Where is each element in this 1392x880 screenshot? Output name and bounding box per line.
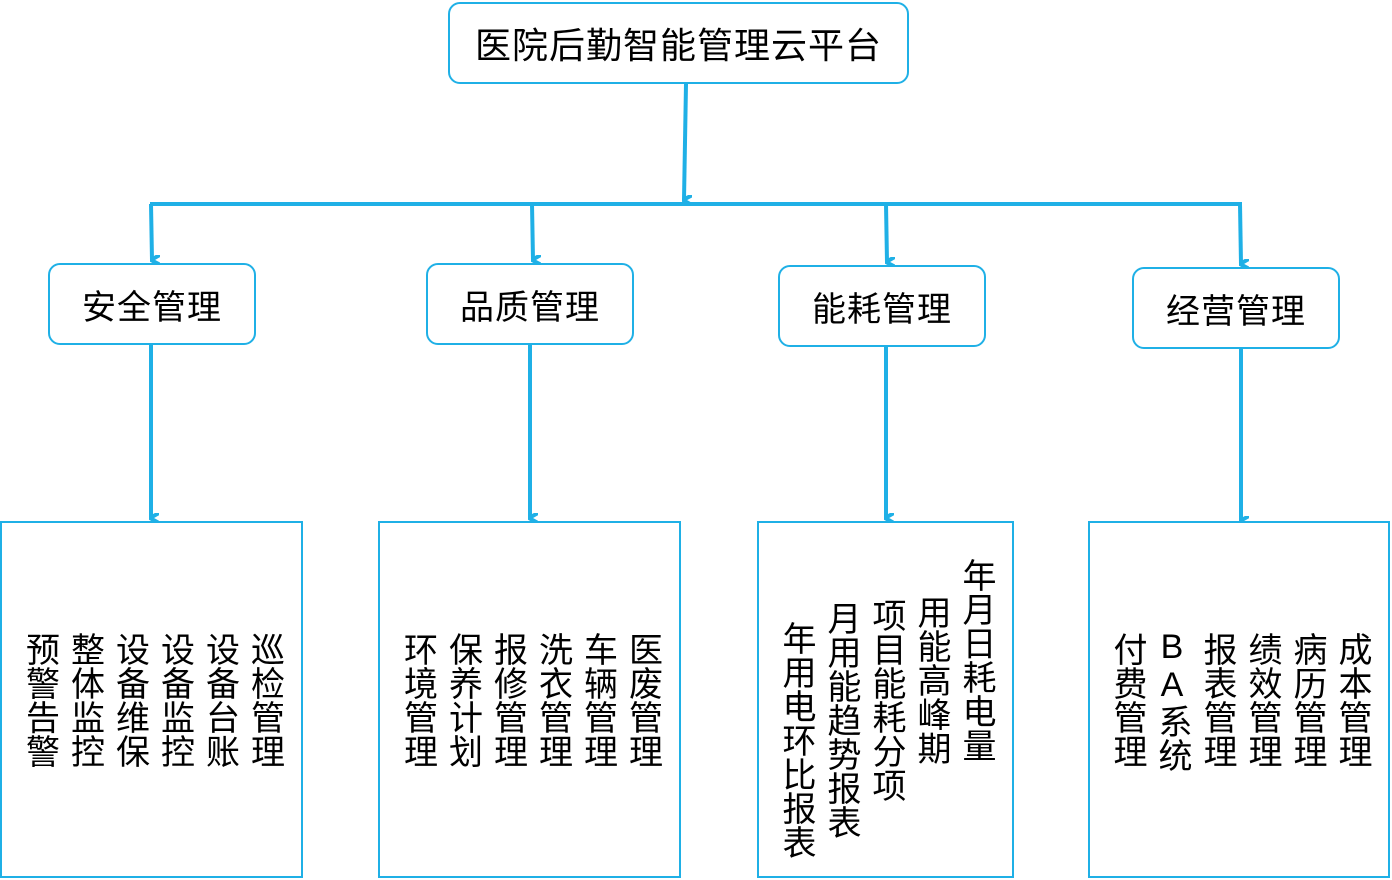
- bus-to-quality-arrow: [530, 203, 533, 260]
- branch-node-energy: 能耗管理: [778, 265, 986, 347]
- detail-item: 月用能趋势报表: [821, 600, 861, 839]
- detail-item: 巡检管理: [244, 631, 285, 768]
- detail-item: 年月日耗电量: [956, 557, 996, 762]
- branch-node-quality: 品质管理: [426, 263, 634, 345]
- bus-to-safety-arrow: [149, 203, 152, 260]
- detail-box-quality: 医废管理 车辆管理 洗衣管理 报修管理 保养计划 环境管理: [378, 521, 681, 878]
- detail-item: 报表管理: [1197, 631, 1237, 768]
- detail-box-safety: 巡检管理 设备台账 设备监控 设备维保 整体监控 预警告警: [0, 521, 303, 878]
- branch-label-operation: 经营管理: [1166, 291, 1306, 332]
- detail-item: 成本管理: [1332, 631, 1372, 768]
- detail-item: 绩效管理: [1242, 631, 1282, 768]
- root-to-bus-arrow: [684, 83, 686, 200]
- detail-item: 病历管理: [1287, 631, 1327, 768]
- branch-node-safety: 安全管理: [48, 263, 256, 345]
- detail-item: 付费管理: [1107, 631, 1147, 768]
- detail-item: 洗衣管理: [532, 631, 573, 768]
- detail-item: 设备监控: [154, 631, 195, 768]
- bus-to-energy-arrow: [884, 203, 887, 262]
- root-node: 医院后勤智能管理云平台: [448, 2, 909, 84]
- detail-box-operation: 成本管理 病历管理 绩效管理 报表管理 BA系统 付费管理: [1088, 521, 1390, 878]
- branch-label-quality: 品质管理: [460, 287, 600, 328]
- detail-item: 环境管理: [397, 631, 438, 768]
- detail-item: BA系统: [1153, 627, 1191, 772]
- detail-item: 设备维保: [109, 631, 150, 768]
- detail-item: 车辆管理: [577, 631, 618, 768]
- branch-label-energy: 能耗管理: [812, 289, 952, 330]
- branch-node-operation: 经营管理: [1132, 267, 1340, 349]
- detail-item: 保养计划: [442, 631, 483, 768]
- bus-to-operation-arrow: [1238, 203, 1241, 264]
- root-label: 医院后勤智能管理云平台: [474, 26, 882, 67]
- detail-item: 医废管理: [622, 631, 663, 768]
- detail-item: 预警告警: [19, 631, 60, 768]
- detail-box-energy: 年月日耗电量 用能高峰期 项目能耗分项 月用能趋势报表 年用电环比报表: [757, 521, 1014, 878]
- detail-item: 项目能耗分项: [866, 597, 906, 802]
- branch-label-safety: 安全管理: [82, 287, 222, 328]
- detail-item: 设备台账: [199, 631, 240, 768]
- detail-item: 用能高峰期: [911, 594, 951, 765]
- detail-item: 年用电环比报表: [776, 620, 816, 859]
- detail-item: 报修管理: [487, 631, 528, 768]
- detail-item: 整体监控: [64, 631, 105, 768]
